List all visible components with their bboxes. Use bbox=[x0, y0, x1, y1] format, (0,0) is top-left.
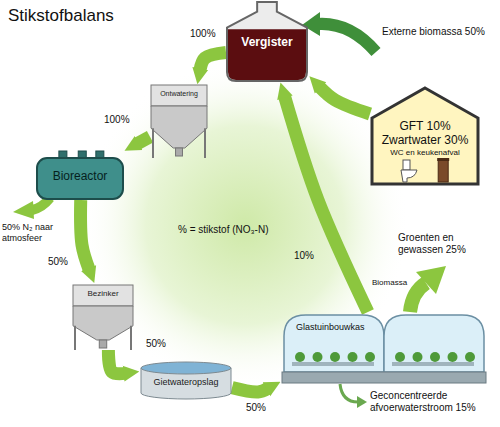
text-block: Ontwatering bbox=[150, 90, 208, 98]
text-block: Bioreactor bbox=[36, 170, 124, 184]
node-label: Bioreactor bbox=[53, 170, 108, 184]
flow-arrow bbox=[285, 96, 368, 312]
output-label: Groenten en gewassen 25% bbox=[398, 232, 490, 256]
flow-label: Biomassa bbox=[372, 278, 407, 288]
flow-percentage: 100% bbox=[104, 114, 130, 126]
diagram-title: Stikstofbalans bbox=[8, 6, 114, 26]
text-block: Gietwateropslag bbox=[140, 377, 232, 387]
text-block: GFT 10%Zwartwater 30%WC en keukenafval bbox=[370, 120, 480, 157]
flow-arrow bbox=[137, 137, 150, 144]
n2-out-arrow bbox=[13, 198, 50, 219]
flow-arrow bbox=[81, 200, 90, 270]
settler-unit: Bezinker bbox=[72, 284, 134, 350]
text-block: Vergister bbox=[226, 36, 308, 50]
flow-arrow bbox=[200, 53, 226, 71]
node-label: Vergister bbox=[241, 36, 292, 50]
node-label: Zwartwater 30% bbox=[382, 134, 469, 148]
output-label: Geconcentreerde afvoerwaterstroom 15% bbox=[370, 390, 496, 414]
flow-arrow bbox=[108, 350, 125, 374]
text-block: Bezinker bbox=[72, 289, 134, 298]
dewatering-unit: Ontwatering bbox=[150, 84, 208, 158]
output-label: 50% N₂ naar atmosfeer bbox=[2, 222, 72, 244]
flow-percentage: 100% bbox=[190, 28, 216, 40]
flow-percentage: 10% bbox=[294, 250, 314, 262]
flow-percentage: 50% bbox=[146, 338, 166, 350]
irrigation-tank: Gietwateropslag bbox=[140, 360, 232, 400]
bioreactor-tank: Bioreactor bbox=[36, 150, 124, 200]
flow-arrow bbox=[232, 388, 268, 392]
node-label: Gietwateropslag bbox=[153, 377, 218, 387]
waste-water-arrow bbox=[340, 384, 367, 408]
flow-arrow bbox=[319, 87, 370, 114]
flow-percentage: 50% bbox=[246, 402, 266, 414]
node-label: Glastuinbouwkas bbox=[296, 322, 365, 332]
greenhouse: Glastuinbouwkas bbox=[282, 312, 486, 384]
digester-flask: Vergister bbox=[226, 2, 308, 82]
text-block: Glastuinbouwkas bbox=[282, 322, 486, 332]
node-label: Bezinker bbox=[87, 289, 118, 298]
external-biomass-arrow bbox=[302, 12, 376, 52]
center-glow bbox=[80, 60, 410, 390]
node-label: Ontwatering bbox=[160, 90, 198, 98]
flow-percentage: 50% bbox=[48, 256, 68, 268]
node-label: WC en keukenafval bbox=[390, 148, 459, 157]
harvest-arrow bbox=[410, 266, 446, 312]
node-label: GFT 10% bbox=[399, 120, 450, 134]
input-label: Externe biomassa 50% bbox=[382, 26, 485, 38]
legend-note: % = stikstof (NO₃-N) bbox=[178, 224, 268, 236]
household: GFT 10%Zwartwater 30%WC en keukenafval bbox=[370, 86, 480, 186]
